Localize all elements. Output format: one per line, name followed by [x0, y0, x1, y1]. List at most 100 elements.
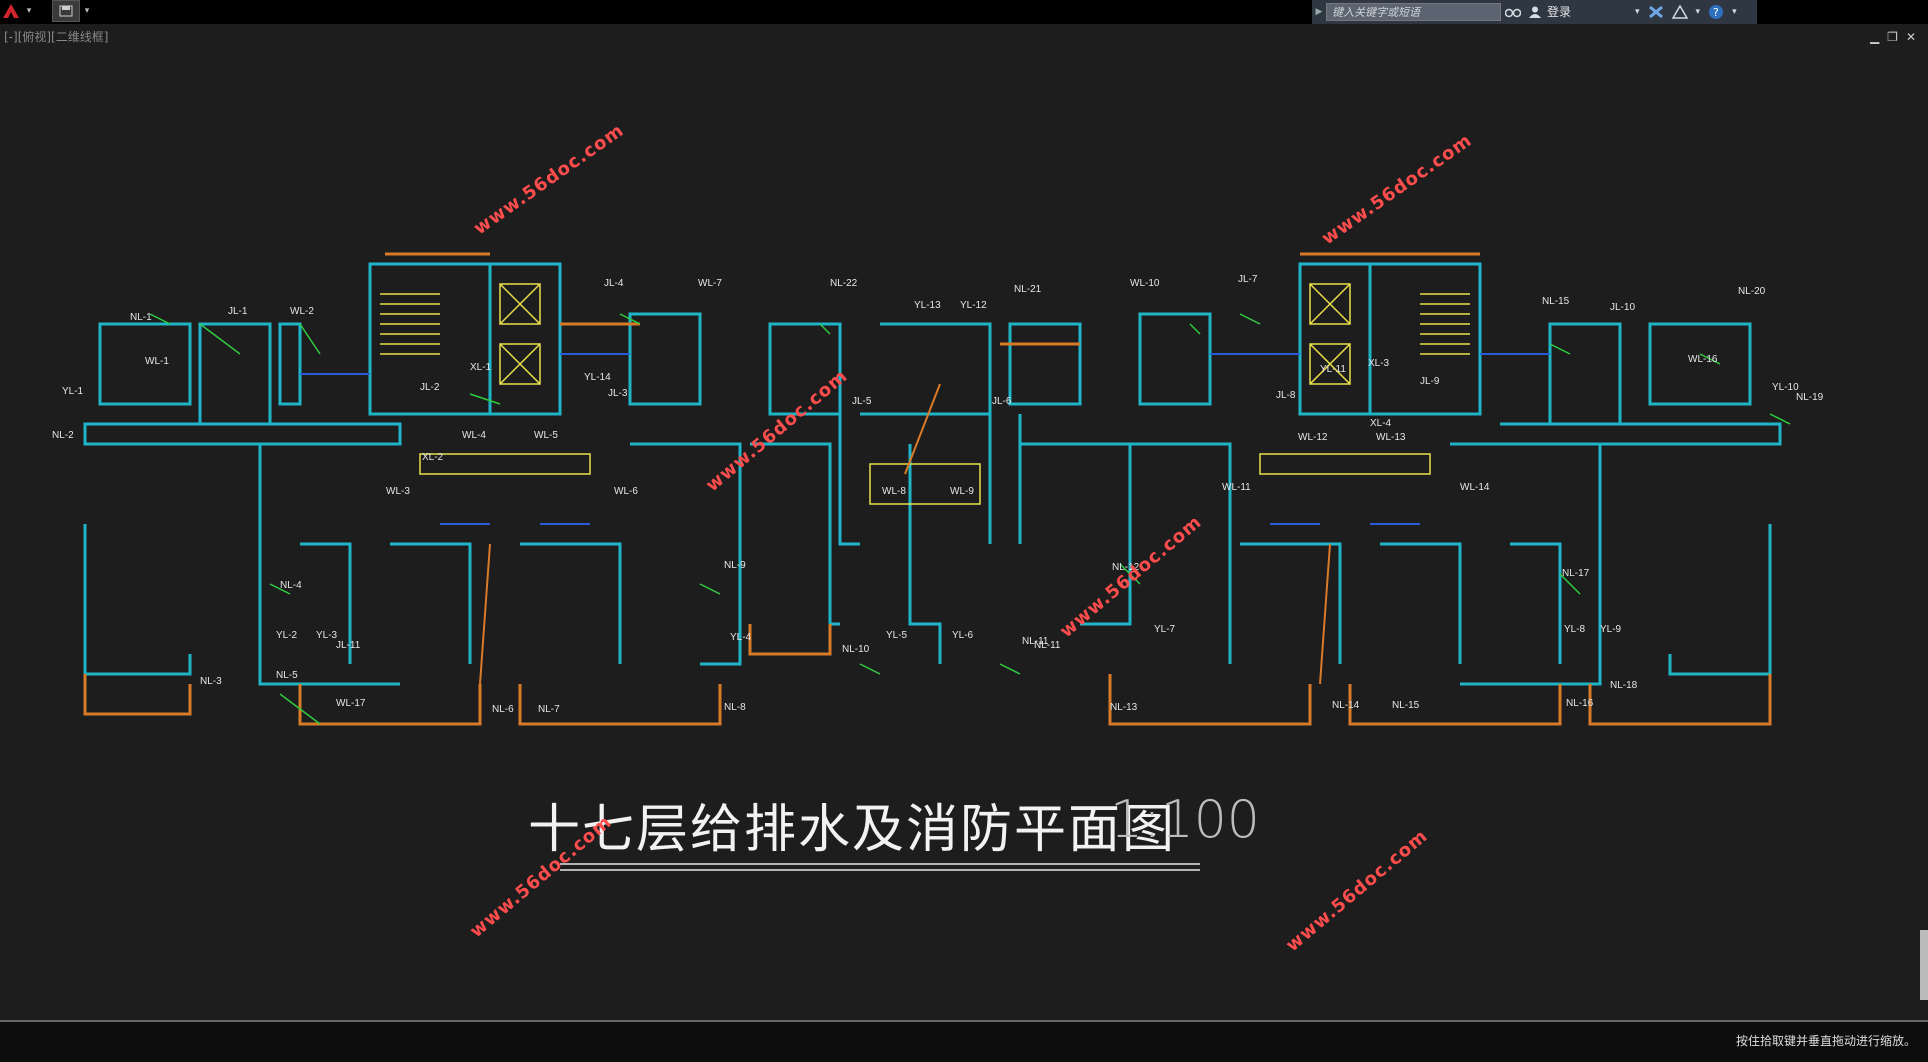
- quick-access-toolbar: ▾ ▾: [0, 0, 94, 22]
- pipe-label: YL-1: [62, 386, 84, 397]
- pipe-label: NL-1: [130, 312, 152, 323]
- pipe-label: YL-7: [1154, 624, 1176, 635]
- pipe-label: YL-5: [886, 630, 908, 641]
- pipe-label: YL-6: [952, 630, 974, 641]
- quick-access-save-icon[interactable]: [52, 0, 80, 22]
- pipe-label: JL-1: [228, 306, 248, 317]
- pipe-label: YL-13: [914, 300, 941, 311]
- minimize-icon[interactable]: ▁: [1869, 30, 1880, 44]
- pipe-label: NL-4: [280, 580, 302, 591]
- pipe-label: JL-4: [604, 278, 624, 289]
- login-dropdown-icon[interactable]: ▾: [1635, 7, 1640, 17]
- pipe-label: JL-6: [992, 396, 1012, 407]
- pipe-label: YL-3: [316, 630, 338, 641]
- pipe-label: WL-2: [290, 306, 314, 317]
- pipe-label: YL-14: [584, 372, 611, 383]
- title-bar: ▾ ▾ ▶ 键入关键字或短语 登录 ▾ ▾ ? ▾: [0, 0, 1928, 24]
- pipe-label: NL-21: [1014, 284, 1042, 295]
- viewport-controls[interactable]: [-][俯视][二维线框]: [4, 30, 109, 44]
- svg-text:?: ?: [1713, 6, 1719, 19]
- pipe-label: YL-2: [276, 630, 298, 641]
- vertical-scrollbar[interactable]: [1920, 930, 1928, 1000]
- pipe-label: NL-20: [1738, 286, 1766, 297]
- user-icon[interactable]: [1525, 0, 1545, 24]
- pipe-label: NL-14: [1332, 700, 1360, 711]
- drawing-scale: 1:100: [1110, 790, 1260, 850]
- pipe-label: YL-11: [1320, 364, 1346, 375]
- pipe-label: XL-2: [422, 452, 444, 463]
- restore-icon[interactable]: ❐: [1887, 30, 1898, 44]
- pipe-label: JL-10: [1610, 302, 1635, 313]
- pipe-label: WL-6: [614, 486, 638, 497]
- pipe-label: NL-6: [492, 704, 514, 715]
- infocenter-bar: ▶ 键入关键字或短语 登录 ▾ ▾ ? ▾: [1312, 0, 1757, 24]
- pipe-label: JL-8: [1276, 390, 1296, 401]
- login-label[interactable]: 登录: [1547, 5, 1572, 19]
- pipe-label: WL-12: [1298, 432, 1328, 443]
- pipe-label: NL-10: [842, 644, 870, 655]
- pipe-label: YL-8: [1564, 624, 1586, 635]
- pipe-label: NL-3: [200, 676, 222, 687]
- pipe-label: NL-5: [276, 670, 298, 681]
- pipe-label-layer: NL-1 JL-1 WL-2 WL-1 YL-1 NL-2 JL-2 XL-1 …: [52, 274, 1824, 715]
- pipe-label: NL-15: [1392, 700, 1420, 711]
- close-icon[interactable]: ✕: [1905, 30, 1916, 44]
- pipe-label: JL-5: [852, 396, 872, 407]
- pipe-label: NL-12: [1112, 562, 1140, 573]
- status-bar: 按住拾取键并垂直拖动进行缩放。: [0, 1020, 1928, 1062]
- customize-toolbar-dropdown-icon[interactable]: ▾: [84, 6, 90, 16]
- pipe-label: JL-3: [608, 388, 628, 399]
- pipe-label: WL-14: [1460, 482, 1490, 493]
- autodesk-a360-icon[interactable]: [1668, 0, 1692, 24]
- search-input[interactable]: 键入关键字或短语: [1326, 3, 1501, 21]
- drawing-title: 十七层给排水及消防平面图: [528, 800, 1177, 860]
- pipe-label: NL-11: [1034, 640, 1061, 651]
- pipe-label: JL-11: [336, 640, 361, 651]
- pipe-label: WL-8: [882, 486, 906, 497]
- pipe-label: XL-3: [1368, 358, 1390, 369]
- pipe-label: WL-9: [950, 486, 974, 497]
- pipe-label: YL-4: [730, 632, 752, 643]
- pipe-label: JL-2: [420, 382, 440, 393]
- pipe-label: YL-9: [1600, 624, 1622, 635]
- a360-dropdown-icon[interactable]: ▾: [1695, 7, 1701, 17]
- pipe-label: NL-9: [724, 560, 746, 571]
- pipe-label: NL-7: [538, 704, 560, 715]
- pipe-label: WL-3: [386, 486, 410, 497]
- pipe-label: NL-15: [1542, 296, 1570, 307]
- pipe-label: NL-11: [1022, 636, 1049, 647]
- pipe-label: WL-4: [462, 430, 486, 441]
- pipe-label: NL-22: [830, 278, 858, 289]
- pipe-label: YL-12: [960, 300, 987, 311]
- pipe-label: XL-4: [1370, 418, 1392, 429]
- title-underline: [560, 863, 1200, 871]
- binoculars-icon[interactable]: [1501, 0, 1525, 24]
- floor-plan: [83, 252, 1791, 726]
- pipe-label: WL-16: [1688, 354, 1718, 365]
- pipe-label: NL-8: [724, 702, 746, 713]
- autocad-a-icon[interactable]: [0, 0, 22, 22]
- status-message: 按住拾取键并垂直拖动进行缩放。: [1735, 1034, 1916, 1048]
- pipe-label: WL-11: [1222, 482, 1251, 493]
- exchange-x-icon[interactable]: [1644, 0, 1668, 24]
- expand-arrow-icon[interactable]: ▶: [1315, 7, 1323, 17]
- pipe-label: NL-13: [1110, 702, 1138, 713]
- pipe-label: YL-10: [1772, 382, 1799, 393]
- pipe-label: WL-10: [1130, 278, 1160, 289]
- pipe-label: WL-7: [698, 278, 722, 289]
- pipe-label: WL-5: [534, 430, 558, 441]
- pipe-label: JL-9: [1420, 376, 1440, 387]
- pipe-label: WL-17: [336, 698, 366, 709]
- pipe-label: WL-13: [1376, 432, 1406, 443]
- pipe-label: NL-2: [52, 430, 74, 441]
- drawing-canvas[interactable]: NL-1 JL-1 WL-2 WL-1 YL-1 NL-2 JL-2 XL-1 …: [0, 24, 1928, 1020]
- drawing-window-controls: ▁ ❐ ✕: [1870, 30, 1916, 44]
- help-dropdown-icon[interactable]: ▾: [1732, 7, 1737, 17]
- app-menu-dropdown-icon[interactable]: ▾: [26, 6, 32, 16]
- pipe-label: NL-18: [1610, 680, 1638, 691]
- pipe-label: NL-19: [1796, 392, 1824, 403]
- pipe-label: XL-1: [470, 362, 492, 373]
- pipe-label: NL-17: [1562, 568, 1590, 579]
- pipe-label: NL-16: [1566, 698, 1594, 709]
- help-icon[interactable]: ?: [1704, 0, 1728, 24]
